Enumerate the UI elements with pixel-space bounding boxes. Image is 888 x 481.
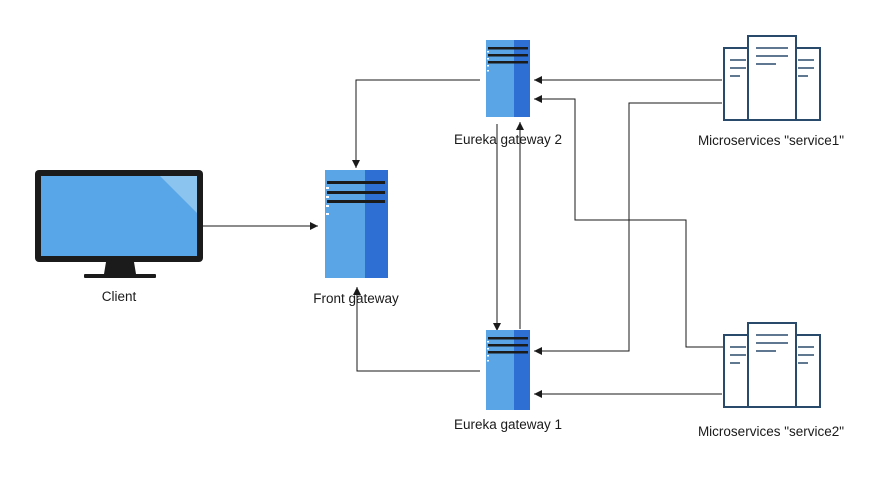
client-label: Client <box>101 289 137 304</box>
connectors <box>203 76 724 398</box>
service2-label: Microservices "service2" <box>697 424 845 439</box>
server-icon <box>486 330 530 410</box>
monitor-icon <box>35 170 203 278</box>
server-rack-icon <box>723 35 821 121</box>
service1-label: Microservices "service1" <box>697 133 845 148</box>
connector-eureka1-to-front-gateway <box>353 287 480 372</box>
front-gateway-label: Front gateway <box>313 291 399 306</box>
client-node <box>35 170 203 278</box>
server-rack-icon <box>723 322 821 408</box>
server-icon <box>325 170 388 278</box>
eureka-gateway-1-label: Eureka gateway 1 <box>453 417 563 432</box>
connector-service1-to-eureka1 <box>534 102 722 355</box>
server-icon <box>486 40 530 117</box>
eureka-gateway-1-node <box>486 330 530 410</box>
service1-node <box>723 35 821 121</box>
connector-service2-to-eureka2 <box>534 95 724 348</box>
front-gateway-node <box>325 170 388 278</box>
connector-eureka2-to-front-gateway <box>352 79 480 168</box>
service2-node <box>723 322 821 408</box>
eureka-gateway-2-label: Eureka gateway 2 <box>453 132 563 147</box>
eureka-gateway-2-node <box>486 40 530 117</box>
